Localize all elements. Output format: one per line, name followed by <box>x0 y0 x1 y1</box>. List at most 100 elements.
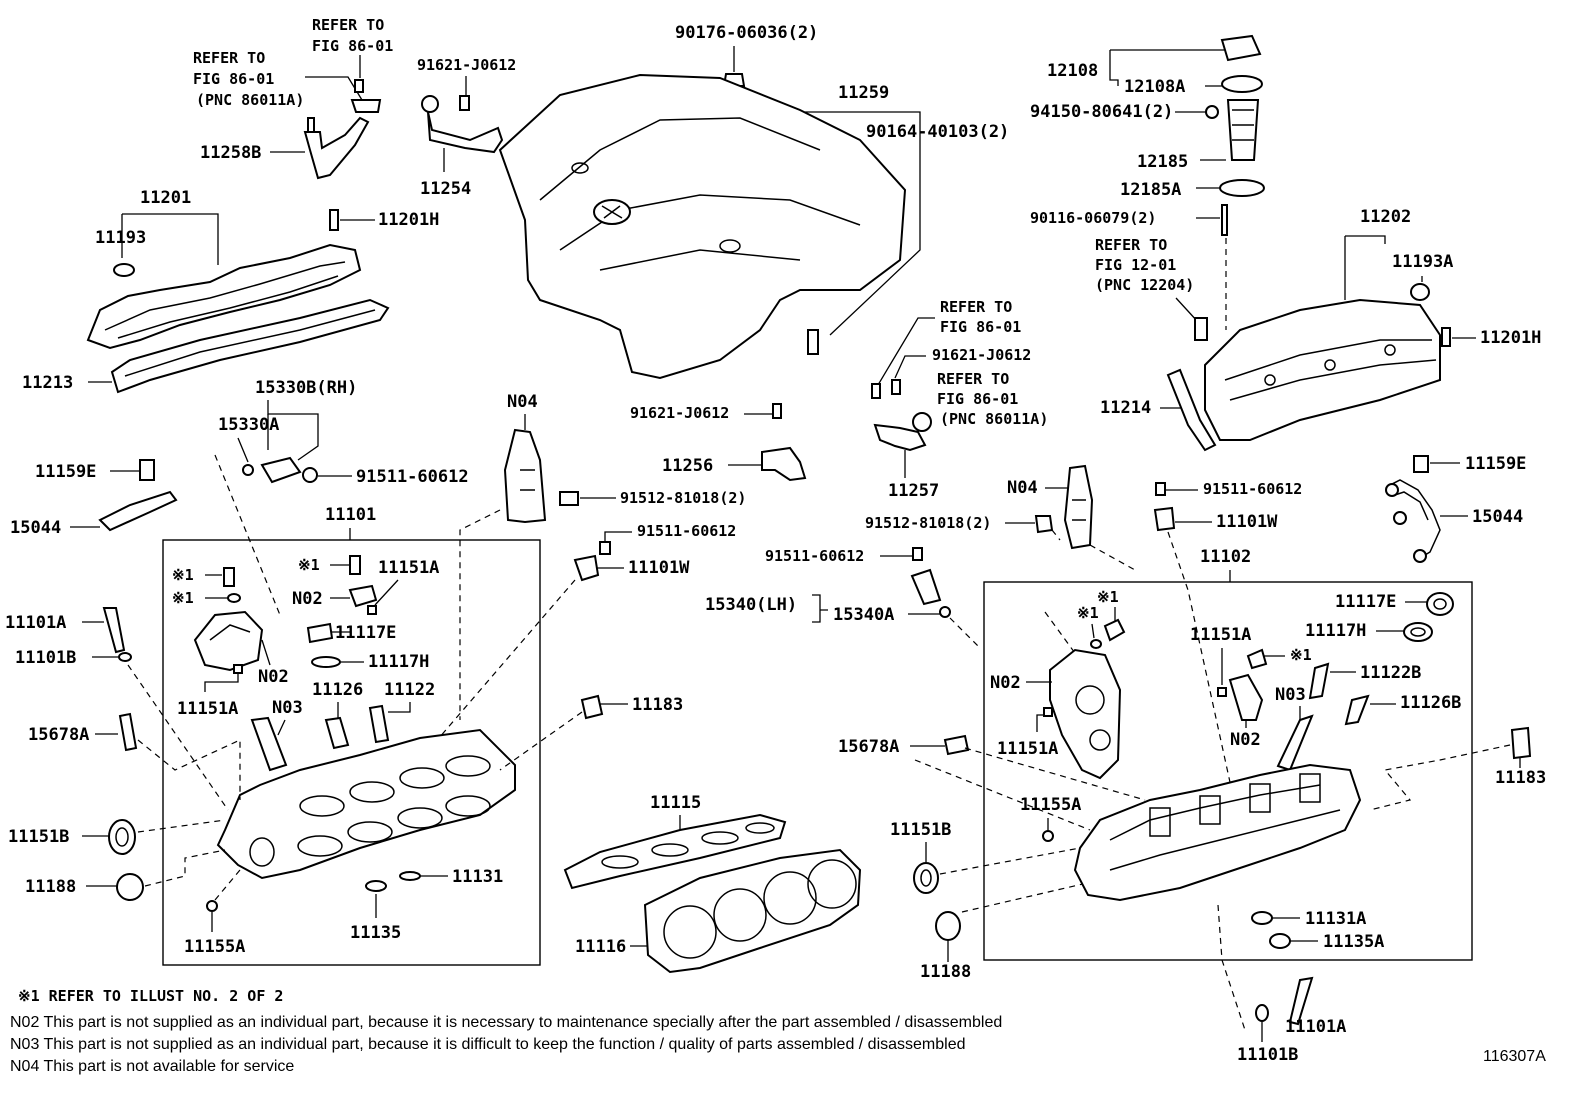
callout-11131a: 11131A <box>1305 909 1366 929</box>
callout-11117h-left: 11117H <box>368 652 429 672</box>
callout-91621-j0612: 91621-J0612 <box>417 56 516 74</box>
callout-11256: 11256 <box>662 456 713 476</box>
callout-note-ref: ※1 <box>172 566 194 584</box>
callout-11151b-left: 11151B <box>8 827 69 847</box>
callout-91511-60612: 91511-60612 <box>1203 480 1302 498</box>
callout-11159e-left: 11159E <box>35 462 96 482</box>
callout-94150-80641: 94150-80641(2) <box>1030 102 1173 122</box>
footnote-x1: ※1 REFER TO ILLUST NO. 2 OF 2 <box>18 987 283 1005</box>
callout-11201h-right: 11201H <box>1480 328 1541 348</box>
callout-11135: 11135 <box>350 923 401 943</box>
callout-90116-06079: 90116-06079(2) <box>1030 209 1156 227</box>
callout-11259: 11259 <box>838 83 889 103</box>
callout-11188-right: 11188 <box>920 962 971 982</box>
callout-91621-j0612: 91621-J0612 <box>932 346 1031 364</box>
callout-11254: 11254 <box>420 179 471 199</box>
callout-11101b-right: 11101B <box>1237 1045 1298 1065</box>
callout-11126b: 11126B <box>1400 693 1461 713</box>
callout-11101w-left: 11101W <box>628 558 690 578</box>
callout-91512-81018: 91512-81018(2) <box>865 514 991 532</box>
callout-n02-left-top: N02 <box>292 589 323 609</box>
callout-11201: 11201 <box>140 188 191 208</box>
callout-refer-to: REFER TO <box>940 298 1012 316</box>
callout-pnc-ref: (PNC 86011A) <box>196 91 304 109</box>
callout-n03-left: N03 <box>272 698 303 718</box>
callout-91621-j0612: 91621-J0612 <box>630 404 729 422</box>
callout-11126: 11126 <box>312 680 363 700</box>
callout-11214: 11214 <box>1100 398 1151 418</box>
callout-11101a-left: 11101A <box>5 613 66 633</box>
callout-pnc-ref: (PNC 86011A) <box>940 410 1048 428</box>
callout-n02-right: N02 <box>990 673 1021 693</box>
callout-refer-to: REFER TO <box>1095 236 1167 254</box>
callout-note-ref: ※1 <box>1290 646 1312 664</box>
callout-11131: 11131 <box>452 867 503 887</box>
callout-n02-left: N02 <box>258 667 289 687</box>
callout-11115: 11115 <box>650 793 701 813</box>
callout-11159e-right: 11159E <box>1465 454 1526 474</box>
callout-11257: 11257 <box>888 481 939 501</box>
callout-11151a-left-top: 11151A <box>378 558 439 578</box>
callout-15340: 15340(LH) <box>705 595 797 615</box>
callout-note-ref: ※1 <box>1077 604 1099 622</box>
callout-91512-81018: 91512-81018(2) <box>620 489 746 507</box>
callout-11117e-left: 11117E <box>335 623 396 643</box>
callout-11183-left: 11183 <box>632 695 683 715</box>
callout-11135a: 11135A <box>1323 932 1384 952</box>
callout-11155a-right: 11155A <box>1020 795 1081 815</box>
box-11102-group <box>983 581 1473 961</box>
callout-11101: 11101 <box>325 505 376 525</box>
callout-11116: 11116 <box>575 937 626 957</box>
callout-15340a: 15340A <box>833 605 894 625</box>
callout-12185a: 12185A <box>1120 180 1181 200</box>
callout-15678a-right: 15678A <box>838 737 899 757</box>
callout-11122: 11122 <box>384 680 435 700</box>
callout-12108a: 12108A <box>1124 77 1185 97</box>
callout-n04-left: N04 <box>507 392 538 412</box>
callout-fig-ref: FIG 86-01 <box>937 390 1018 408</box>
callout-11122b: 11122B <box>1360 663 1421 683</box>
callout-11193: 11193 <box>95 228 146 248</box>
callout-91511-60612: 91511-60612 <box>356 467 469 487</box>
callout-11213: 11213 <box>22 373 73 393</box>
callout-11201h-left: 11201H <box>378 210 439 230</box>
callout-11117e-right: 11117E <box>1335 592 1396 612</box>
callout-11117h-right: 11117H <box>1305 621 1366 641</box>
callout-91511-60612: 91511-60612 <box>765 547 864 565</box>
callout-pnc-ref: (PNC 12204) <box>1095 276 1194 294</box>
callout-11102: 11102 <box>1200 547 1251 567</box>
callout-note-ref: ※1 <box>298 556 320 574</box>
callout-refer-to: REFER TO <box>312 16 384 34</box>
callout-15044-right: 15044 <box>1472 507 1523 527</box>
callout-90176-06036: 90176-06036(2) <box>675 23 818 43</box>
footnote-n02: N02 This part is not supplied as an indi… <box>10 1014 1002 1031</box>
callout-n04-right: N04 <box>1007 478 1038 498</box>
callout-11101w-right: 11101W <box>1216 512 1278 532</box>
callout-11258b: 11258B <box>200 143 261 163</box>
callout-11193a: 11193A <box>1392 252 1453 272</box>
callout-90164-40103: 90164-40103(2) <box>866 122 1009 142</box>
callout-11101a-right: 11101A <box>1285 1017 1346 1037</box>
callout-12185: 12185 <box>1137 152 1188 172</box>
callout-refer-to: REFER TO <box>937 370 1009 388</box>
callout-15330a: 15330A <box>218 415 279 435</box>
callout-n03-right: N03 <box>1275 685 1306 705</box>
callout-11188-left: 11188 <box>25 877 76 897</box>
callout-91511-60612: 91511-60612 <box>637 522 736 540</box>
callout-note-ref: ※1 <box>172 589 194 607</box>
callout-12108: 12108 <box>1047 61 1098 81</box>
callout-11151b-right: 11151B <box>890 820 951 840</box>
callout-11151a-right-top: 11151A <box>1190 625 1251 645</box>
footnote-n04: N04 This part is not available for servi… <box>10 1058 294 1075</box>
footnote-n03: N03 This part is not supplied as an indi… <box>10 1036 966 1053</box>
callout-15330b: 15330B(RH) <box>255 378 357 398</box>
callout-n02-right-bottom: N02 <box>1230 730 1261 750</box>
callout-fig-ref: FIG 86-01 <box>940 318 1021 336</box>
figure-id: 116307A <box>1483 1048 1546 1065</box>
callout-11101b-left: 11101B <box>15 648 76 668</box>
callout-11151a-left: 11151A <box>177 699 238 719</box>
callout-11202: 11202 <box>1360 207 1411 227</box>
callout-fig-ref: FIG 12-01 <box>1095 256 1176 274</box>
callout-15044-left: 15044 <box>10 518 61 538</box>
box-11101-group <box>162 539 541 966</box>
